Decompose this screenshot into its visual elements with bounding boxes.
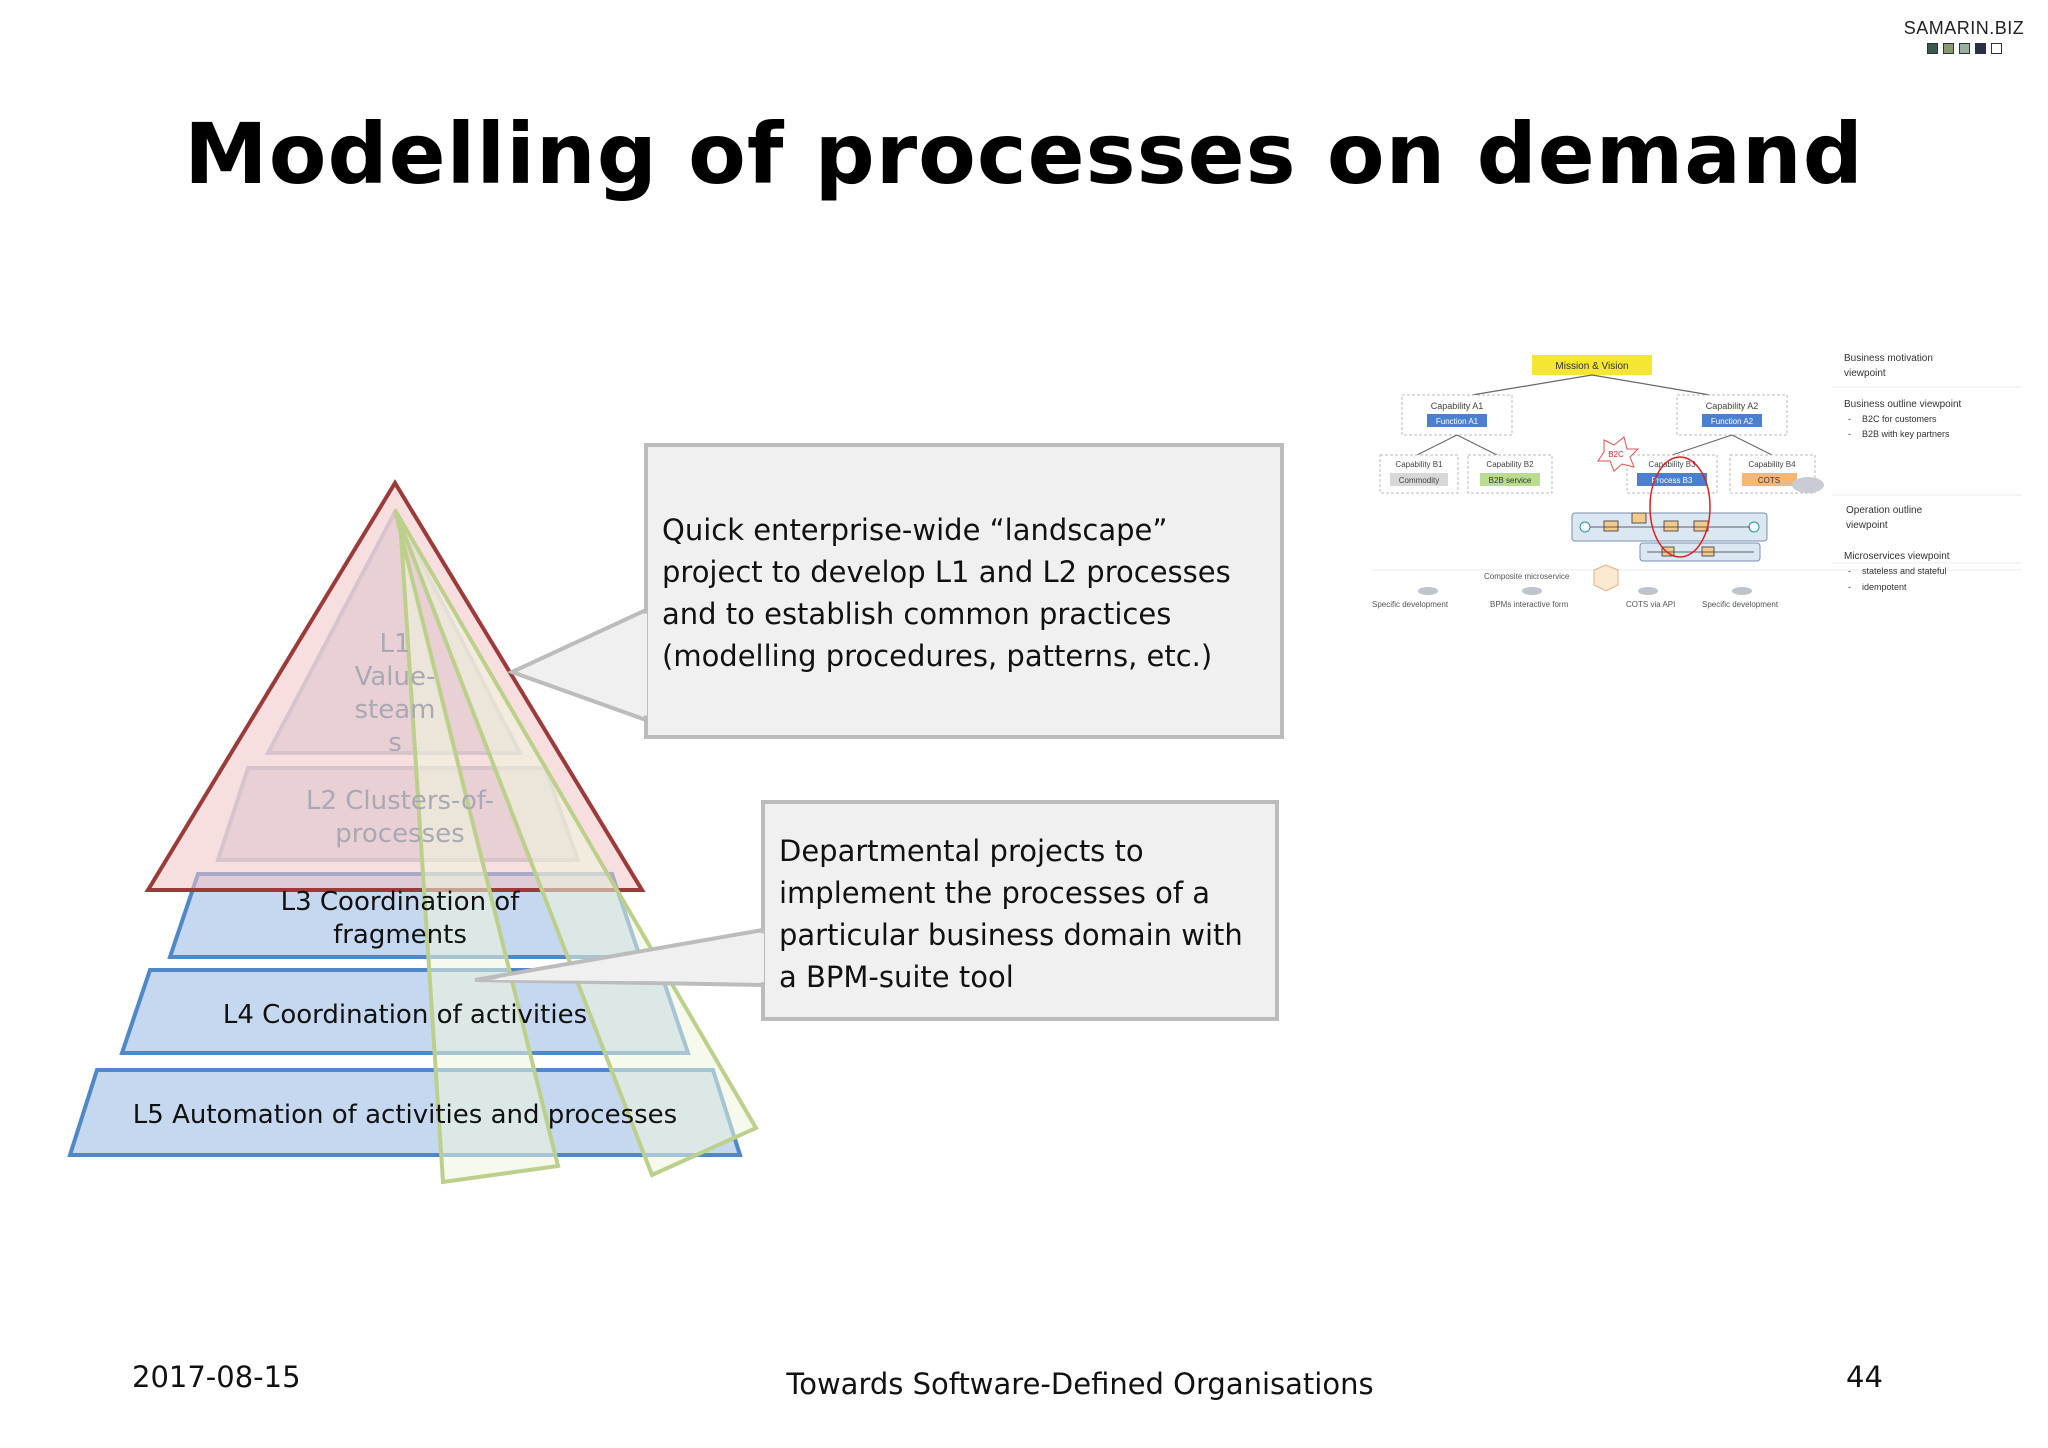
capability-a1-label: Capability A1: [1431, 401, 1484, 411]
reference-architecture-diagram: Mission & Vision Capability A1 Function …: [1372, 353, 2022, 609]
brand-square-5: [1990, 43, 2002, 54]
wedge-highlight-2: [393, 508, 759, 1178]
capability-b4-label: Capability B4: [1748, 460, 1796, 469]
pyramid-level-4-label: L4 Coordination of activities: [222, 1000, 588, 1030]
brand-square-1: [1926, 43, 1938, 54]
slide-title: Modelling of processes on demand: [184, 105, 1864, 203]
pyramid-level-5-label: L5 Automation of activities and processe…: [132, 1100, 678, 1130]
bpms-interactive-form-label: BPMs interactive form: [1490, 600, 1569, 609]
viewpoint-business-outline-bullet-1-text: B2C for customers: [1862, 414, 1937, 424]
highlight-circle: [1649, 456, 1711, 558]
brand-squares: [1890, 43, 2038, 54]
brand-square-2: [1942, 43, 1954, 54]
composite-microservice-icon: [1593, 564, 1619, 592]
specific-development-label-2: Specific development: [1702, 600, 1779, 609]
b2c-starburst-icon: [1597, 436, 1640, 472]
viewpoint-business-outline: Business outline viewpoint: [1844, 399, 1962, 410]
brand-text: SAMARIN.BIZ: [1903, 18, 2025, 38]
viewpoint-operation-outline-line2: viewpoint: [1846, 520, 1888, 531]
b2b-service-label: B2B service: [1489, 476, 1532, 485]
callout-1-text: Quick enterprise-wide “landscape” projec…: [662, 513, 1231, 673]
cots-label: COTS: [1758, 476, 1780, 485]
capability-a2-label: Capability A2: [1706, 401, 1759, 411]
footer-date: 2017-08-15: [132, 1360, 301, 1394]
specific-development-label-1: Specific development: [1372, 600, 1449, 609]
callout-2-pointer-cover: [490, 933, 764, 982]
pyramid-level-3-label: L3 Coordination of fragments: [280, 887, 520, 950]
viewpoint-microservices-bullet-1-text: stateless and stateful: [1862, 566, 1947, 576]
viewpoint-operation-outline-line1: Operation outline: [1846, 505, 1923, 516]
capability-b2-label: Capability B2: [1486, 460, 1534, 469]
viewpoint-microservices-bullet-2-text: idempotent: [1862, 582, 1907, 592]
brand-square-3: [1958, 43, 1970, 54]
viewpoint-business-outline-bullet-2: -: [1848, 429, 1851, 439]
viewpoint-business-outline-bullet-2-text: B2B with key partners: [1862, 429, 1950, 439]
function-a2-label: Function A2: [1711, 417, 1754, 426]
pyramid-level-2-label: L2 Clusters-of- processes: [305, 786, 494, 849]
capability-b1-label: Capability B1: [1395, 460, 1443, 469]
pyramid-level-1-label: L1 Value- steam s: [354, 629, 436, 758]
viewpoint-microservices-bullet-1: -: [1848, 566, 1851, 576]
b2c-label: B2C: [1608, 450, 1624, 459]
brand-square-4: [1974, 43, 1986, 54]
commodity-label: Commodity: [1399, 476, 1439, 485]
callout-1-pointer-cover: [520, 613, 647, 716]
process-b3-label: Process B3: [1652, 476, 1693, 485]
callout-1-box: [644, 443, 1284, 739]
function-a1-label: Function A1: [1436, 417, 1479, 426]
mission-box: [1532, 355, 1652, 375]
cots-via-api-label: COTS via API: [1626, 600, 1675, 609]
viewpoint-microservices: Microservices viewpoint: [1844, 551, 1950, 562]
composite-microservice-label: Composite microservice: [1484, 572, 1570, 581]
cloud-icon: [1792, 477, 1824, 493]
footer-title: Towards Software-Defined Organisations: [786, 1367, 1374, 1401]
footer-page-number: 44: [1846, 1360, 1883, 1394]
capability-b3-label: Capability B3: [1648, 460, 1696, 469]
viewpoint-business-outline-bullet-1: -: [1848, 414, 1851, 424]
viewpoint-business-motivation-line2: viewpoint: [1844, 368, 1886, 379]
brand-logo: SAMARIN.BIZ: [1890, 18, 2038, 54]
mission-label: Mission & Vision: [1555, 361, 1628, 372]
viewpoint-business-motivation-line1: Business motivation: [1844, 353, 1933, 364]
viewpoint-microservices-bullet-2: -: [1848, 582, 1851, 592]
callout-2-box: [761, 800, 1279, 1021]
callout-2-text: Departmental projects to implement the p…: [779, 834, 1243, 994]
